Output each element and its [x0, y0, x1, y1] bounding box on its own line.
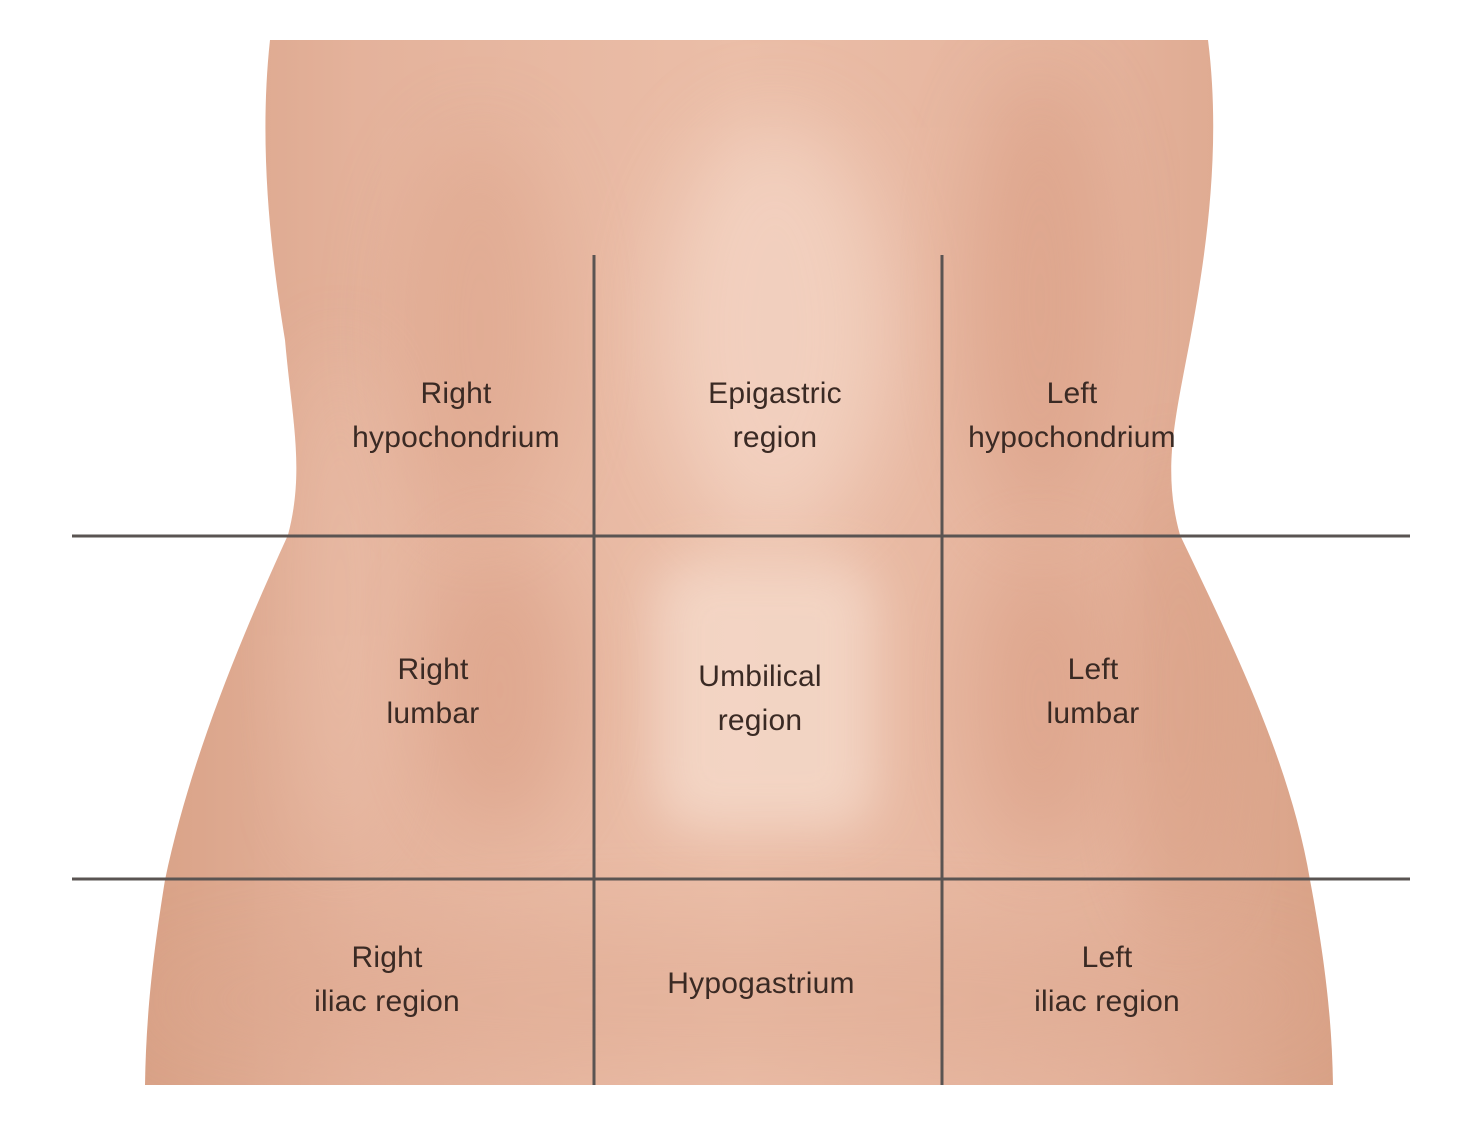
label-line: hypochondrium [968, 421, 1176, 454]
label-line: lumbar [1046, 697, 1140, 730]
label-line: Umbilical [698, 660, 822, 693]
label-left-iliac-region: Left iliac region [1034, 936, 1180, 1024]
label-line: Hypogastrium [667, 967, 855, 1000]
label-umbilical-region: Umbilical region [698, 655, 822, 743]
label-left-hypochondrium: Left hypochondrium [968, 372, 1176, 460]
label-line: Right [397, 653, 469, 686]
label-right-hypochondrium: Right hypochondrium [352, 372, 560, 460]
label-line: region [732, 421, 818, 454]
label-hypogastrium: Hypogastrium [667, 962, 854, 1006]
label-right-lumbar: Right lumbar [387, 648, 480, 736]
label-epigastric-region: Epigastric region [708, 372, 842, 460]
label-line: hypochondrium [352, 421, 560, 454]
label-line: lumbar [386, 697, 480, 730]
label-line: Left [1046, 377, 1098, 410]
label-line: Left [1081, 941, 1133, 974]
label-left-lumbar: Left lumbar [1047, 648, 1140, 736]
label-line: Left [1067, 653, 1119, 686]
label-line: Epigastric [708, 377, 842, 410]
label-line: Right [420, 377, 492, 410]
label-right-iliac-region: Right iliac region [314, 936, 460, 1024]
label-line: region [717, 704, 803, 737]
label-line: iliac region [314, 985, 460, 1018]
label-line: Right [351, 941, 423, 974]
label-line: iliac region [1034, 985, 1180, 1018]
